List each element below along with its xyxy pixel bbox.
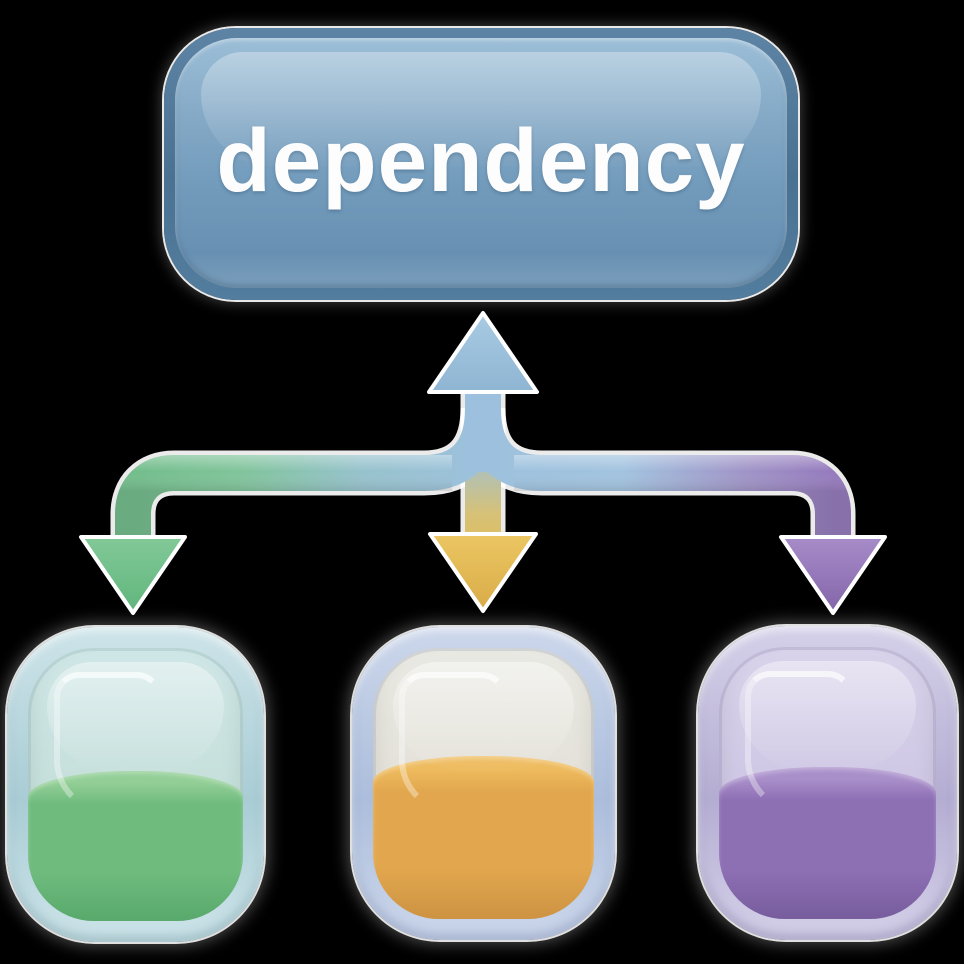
container-amber-glass-rim: [352, 627, 615, 940]
container-amber: [352, 627, 615, 940]
container-green: [7, 627, 264, 942]
right-tube-shading: [514, 455, 851, 540]
dependency-node-face: dependency: [175, 38, 787, 288]
dependency-node-label: dependency: [216, 109, 746, 210]
down-arrow-green-icon: [79, 535, 187, 615]
up-arrow-icon: [427, 311, 539, 394]
container-purple: [698, 626, 957, 940]
container-purple-window: [719, 647, 936, 919]
glass-streak-highlight: [54, 672, 162, 814]
down-arrow-purple-icon: [779, 535, 887, 615]
left-tube-shading: [115, 455, 452, 540]
container-purple-glass-rim: [698, 626, 957, 940]
down-arrow-yellow-icon: [428, 532, 538, 613]
glass-streak-highlight: [399, 672, 507, 814]
dependency-node: dependency: [164, 28, 798, 300]
container-green-window: [28, 648, 243, 921]
gloss-highlight: [201, 52, 761, 167]
glass-streak-highlight: [745, 671, 853, 813]
container-green-glass-rim: [7, 627, 264, 942]
container-amber-window: [373, 648, 594, 919]
